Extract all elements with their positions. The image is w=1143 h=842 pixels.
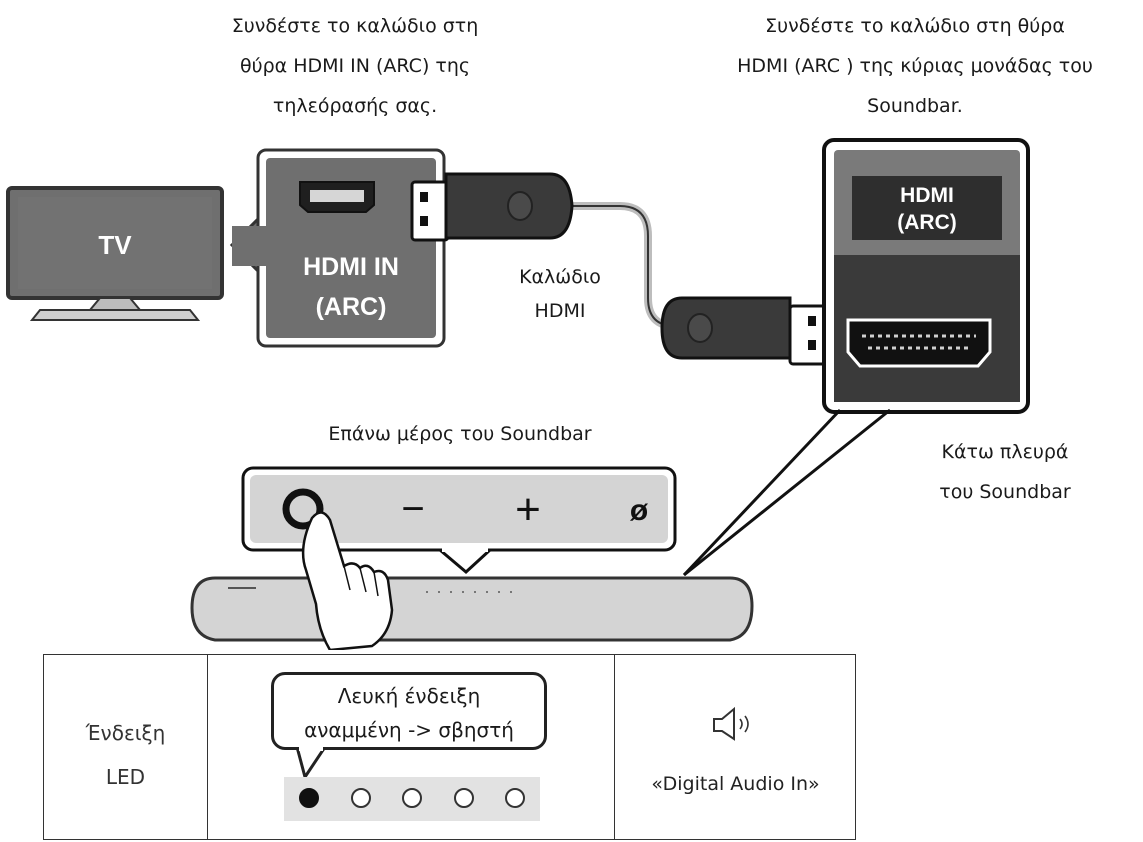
- speaker-icon: [713, 706, 749, 741]
- hdmi-cable-caption: Καλώδιο HDMI: [519, 266, 601, 322]
- led-status-table: Ένδειξη LED Λευκή ένδειξη αναμμένη -> σβ…: [43, 654, 856, 840]
- led-indicator: [454, 788, 474, 808]
- soundbar-icon: [190, 576, 754, 642]
- soundbar-port-label-line1: HDMI: [900, 184, 954, 207]
- hdmi-cable: [410, 172, 828, 366]
- led-indicator: [505, 788, 525, 808]
- soundbar-port-label-line2: (ARC): [897, 211, 956, 234]
- tv-label: TV: [98, 230, 132, 260]
- soundbar-bottom-caption: Κάτω πλευρά του Soundbar: [939, 441, 1071, 503]
- bubble-pointer: [295, 747, 327, 781]
- soundbar-top-buttons-callout: − + ø: [241, 466, 677, 574]
- hdmi-in-port-icon: [299, 181, 375, 213]
- led-indicator: [351, 788, 371, 808]
- soundbar-port-caption: Συνδέστε το καλώδιο στη θύρα HDMI (ARC )…: [737, 15, 1093, 117]
- tv-hdmi-port-callout: HDMI IN (ARC): [229, 148, 446, 348]
- table-divider: [614, 655, 615, 839]
- led-status-bubble: Λευκή ένδειξη αναμμένη -> σβηστή: [271, 672, 547, 750]
- hdmi-arc-port-icon: [846, 318, 992, 368]
- soundbar-hdmi-port-callout: HDMI (ARC): [682, 138, 1030, 577]
- input-mode-label: «Digital Audio In»: [651, 773, 820, 795]
- soundbar-top-caption: Επάνω μέρος του Soundbar: [328, 423, 592, 445]
- source-icon: ø: [630, 494, 649, 527]
- led-label: Ένδειξη LED: [85, 721, 166, 789]
- tv-port-label-line1: HDMI IN: [303, 253, 399, 281]
- volume-up-icon: +: [515, 485, 541, 534]
- tv-port-label-line2: (ARC): [316, 293, 387, 321]
- hdmi-plug-left-icon: [410, 172, 574, 242]
- tv-port-caption: Συνδέστε το καλώδιο στη θύρα HDMI IN (AR…: [231, 15, 479, 117]
- power-button-icon: [282, 488, 324, 530]
- led-indicator-row: [284, 777, 540, 821]
- table-divider: [207, 655, 208, 839]
- connection-diagram: TV HDMI IN (ARC): [6, 138, 1030, 650]
- hdmi-plug-right-icon: [660, 296, 828, 366]
- volume-down-icon: −: [401, 487, 424, 531]
- hand-icon: [301, 511, 394, 650]
- led-indicator: [299, 788, 319, 808]
- led-indicator: [402, 788, 422, 808]
- tv-icon: TV: [6, 186, 224, 321]
